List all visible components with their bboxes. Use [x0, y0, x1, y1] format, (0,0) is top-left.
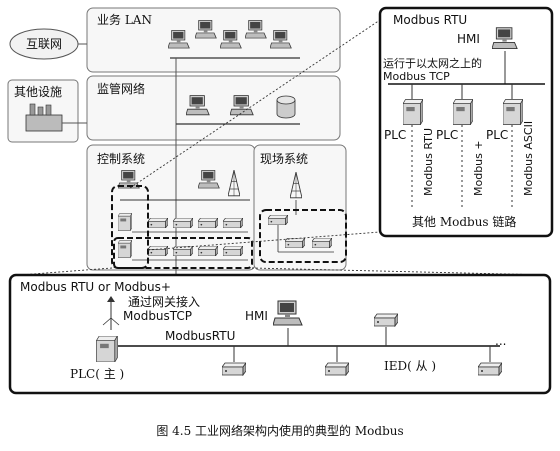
gateway-arrow-icon [102, 296, 120, 330]
business-lan-label: 业务 LAN [97, 12, 152, 27]
ethernet-note-line2: Modbus TCP [383, 70, 450, 83]
field-system-label: 现场系统 [260, 152, 308, 166]
ethernet-note-line1: 运行于以太网之上的 [383, 56, 482, 70]
device-icon [223, 246, 243, 256]
modbus-rtu-detail-box: Modbus RTU HMI 运行于以太网之上的 Modbus TCP PLC … [378, 6, 554, 238]
device-icon [173, 218, 193, 228]
gateway-line2: ModbusTCP [123, 309, 192, 323]
control-bus-highlight [113, 237, 253, 269]
database-icon [276, 95, 296, 119]
device-icon [148, 218, 168, 228]
field-highlight [259, 209, 347, 263]
ied-device-icon [222, 362, 246, 376]
internet-cloud: 互联网 [9, 28, 87, 60]
plc-label-2: PLC [436, 128, 458, 142]
ied-device-icon [325, 362, 349, 376]
gateway-line1: 通过网关接入 [128, 294, 200, 309]
plc-icon [503, 99, 523, 125]
plc-label-3: PLC [486, 128, 508, 142]
plc-master-label: PLC( 主 ) [70, 367, 124, 381]
internet-label: 互联网 [26, 37, 62, 51]
control-system-label: 控制系统 [97, 152, 145, 166]
plc-icon [118, 213, 132, 231]
control-plc-highlight [111, 185, 149, 269]
detail-top-title: Modbus RTU [393, 13, 467, 27]
field-system-zone: 现场系统 [253, 144, 347, 271]
device-icon [223, 218, 243, 228]
modbus-bus-detail-box: Modbus RTU or Modbus+ 通过网关接入 ModbusTCP P… [8, 273, 552, 395]
device-icon [198, 218, 218, 228]
figure-caption: 图 4.5 工业网络架构内使用的典型的 Modbus [156, 424, 404, 438]
ied-device-icon [374, 313, 398, 327]
factory-icon [25, 103, 87, 132]
other-links-label: 其他 Modbus 链路 [412, 214, 516, 229]
link-label-3: Modbus ASCII [522, 121, 535, 196]
business-lan-zone: 业务 LAN [86, 7, 341, 73]
device-icon [312, 238, 332, 248]
plc-master-icon [96, 336, 118, 362]
detail-bottom-title: Modbus RTU or Modbus+ [20, 280, 171, 294]
ied-device-icon [478, 362, 502, 376]
link-label-1: Modbus RTU [422, 128, 435, 196]
other-facilities-label: 其他设施 [14, 85, 62, 99]
monitoring-network-zone: 监管网络 [86, 75, 341, 141]
plc-icon [453, 99, 473, 125]
plc-label-1: PLC [384, 128, 406, 142]
plc-icon [118, 240, 132, 258]
link-label-2: Modbus + [472, 140, 485, 196]
device-icon [148, 246, 168, 256]
device-icon [268, 215, 288, 225]
detail-top-hmi: HMI [457, 32, 480, 46]
device-icon [198, 246, 218, 256]
hmi-label: HMI [245, 309, 268, 323]
plc-icon [403, 99, 423, 125]
bus-ellipsis: ... [495, 334, 506, 348]
monitoring-network-label: 监管网络 [97, 81, 145, 96]
bus-label: ModbusRTU [165, 329, 235, 343]
ied-slave-label: IED( 从 ) [384, 359, 436, 373]
other-facilities-box: 其他设施 [7, 79, 87, 143]
